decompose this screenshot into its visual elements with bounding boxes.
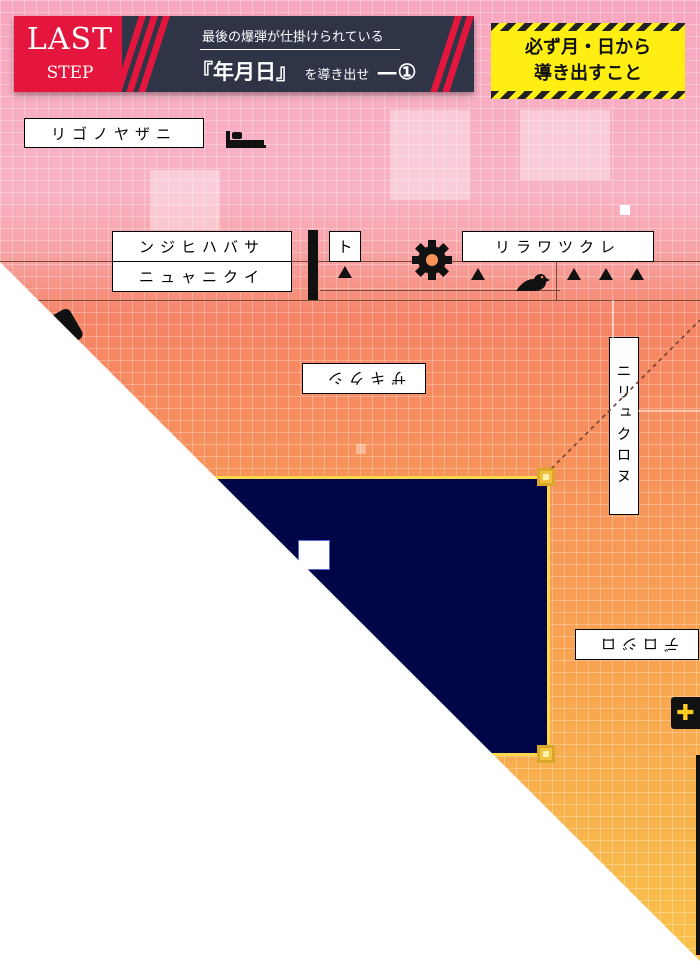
bed-icon[interactable] bbox=[224, 128, 266, 150]
warning-line-2: 導き出すこと bbox=[534, 63, 642, 84]
label-right-lower[interactable]: デロジロ bbox=[575, 629, 699, 660]
banner-number: —① bbox=[376, 59, 417, 84]
warning-text: 必ず月・日から 導き出すこと bbox=[491, 35, 685, 87]
marker-triangle bbox=[599, 268, 613, 280]
last-text: LAST bbox=[26, 22, 114, 57]
shelf-bar bbox=[308, 230, 318, 300]
warning-sign: 必ず月・日から 導き出すこと bbox=[491, 23, 685, 99]
banner-title-suffix: を導き出せ bbox=[304, 68, 370, 83]
header-banner: LAST STEP 最後の爆弾が仕掛けられている 『年月日』 を導き出せ —① bbox=[14, 16, 474, 92]
glow-square bbox=[356, 444, 366, 454]
label-right-vertical[interactable]: ニリュクロヌ bbox=[609, 337, 639, 515]
frame-line bbox=[612, 410, 700, 412]
frame-line bbox=[612, 300, 614, 420]
glow-square bbox=[620, 205, 630, 215]
label-shelf-left-bottom[interactable]: ニュャニクイ bbox=[112, 261, 292, 292]
shelf-line bbox=[320, 290, 560, 291]
label-shelf-right[interactable]: リラワツクレ bbox=[462, 231, 654, 262]
marker-triangle bbox=[567, 268, 581, 280]
side-bar bbox=[696, 755, 700, 955]
banner-subtitle: 最後の爆弾が仕掛けられている bbox=[202, 30, 384, 45]
last-step-badge bbox=[14, 16, 122, 92]
panel-corner-handle[interactable] bbox=[537, 468, 555, 486]
marker-triangle bbox=[471, 268, 485, 280]
shelf-line bbox=[0, 300, 700, 301]
panel-corner-handle[interactable] bbox=[537, 745, 555, 763]
glow-square bbox=[520, 110, 610, 180]
label-shelf-left-top[interactable]: ンジヒハバサ bbox=[112, 231, 292, 262]
label-middle[interactable]: ザキクシ bbox=[302, 363, 426, 394]
glow-square bbox=[150, 170, 220, 230]
banner-title-main: 『年月日』 bbox=[192, 59, 297, 84]
marker-triangle bbox=[630, 268, 644, 280]
shelf-divider bbox=[556, 262, 557, 300]
step-text: STEP bbox=[46, 63, 94, 83]
gear-icon[interactable] bbox=[410, 238, 454, 282]
label-shelf-small[interactable]: ト bbox=[329, 231, 361, 262]
banner-title: 『年月日』 を導き出せ —① bbox=[192, 56, 416, 86]
warning-line-1: 必ず月・日から bbox=[525, 37, 651, 58]
plus-icon[interactable]: ✚ bbox=[671, 697, 700, 729]
label-top-left[interactable]: リゴノヤザニ bbox=[24, 118, 204, 148]
glow-square bbox=[390, 110, 470, 200]
dashed-connector bbox=[540, 320, 700, 480]
marker-triangle bbox=[338, 266, 352, 278]
bird-icon[interactable] bbox=[514, 270, 550, 292]
banner-divider bbox=[200, 49, 400, 50]
